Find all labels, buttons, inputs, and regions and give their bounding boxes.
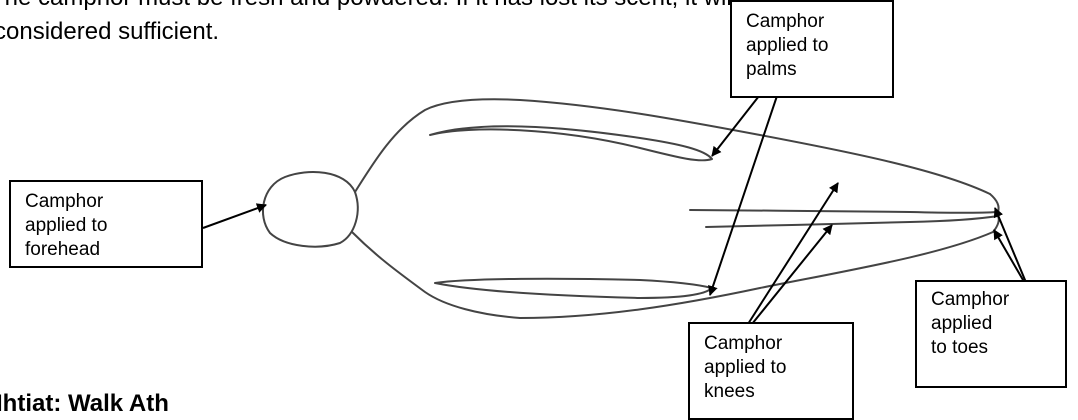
callout-toes-line-1: Camphor: [931, 288, 1055, 312]
callout-forehead-line-3: forehead: [25, 238, 191, 262]
callout-palms-line-3: palms: [746, 58, 882, 82]
arrow-knees-1: [748, 183, 838, 324]
callout-knees: Camphor applied to knees: [688, 322, 854, 420]
callout-knees-line-1: Camphor: [704, 332, 842, 356]
callout-forehead-line-2: applied to: [25, 214, 191, 238]
callout-palms-line-1: Camphor: [746, 10, 882, 34]
callout-toes-line-3: to toes: [931, 336, 1055, 360]
callout-palms: Camphor applied to palms: [730, 0, 894, 98]
callout-palms-line-2: applied to: [746, 34, 882, 58]
callout-toes-line-2: applied: [931, 312, 1055, 336]
upper-arm-inner: [430, 126, 712, 160]
callout-knees-line-3: knees: [704, 380, 842, 404]
arrow-knees-2: [752, 225, 832, 324]
section-heading-fragment: Ihtiat: Walk Ath: [0, 392, 169, 416]
callout-forehead: Camphor applied to forehead: [9, 180, 203, 268]
upper-arm-outline: [355, 99, 990, 194]
callout-knees-line-2: applied to: [704, 356, 842, 380]
lower-body-outline: [352, 232, 993, 318]
arrow-forehead: [203, 205, 266, 228]
head-outline: [263, 172, 358, 247]
lower-leg-line: [706, 216, 998, 227]
lower-arm-inner: [435, 279, 712, 298]
callout-toes: Camphor applied to toes: [915, 280, 1067, 388]
upper-leg-line: [690, 210, 998, 213]
arrow-palms-lower: [710, 87, 780, 295]
callout-forehead-line-1: Camphor: [25, 190, 191, 214]
